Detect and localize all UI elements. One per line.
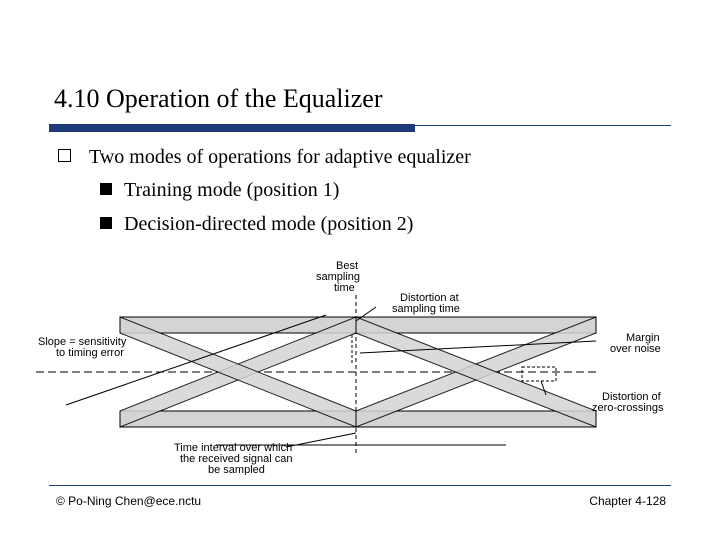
margin-bracket [359,340,597,354]
filled-square-bullet-icon [100,217,112,229]
slope-line [65,314,327,406]
label-interval: be sampled [208,464,265,475]
label-zero-crossings: Distortion of [602,391,662,403]
label-distortion-sampling: sampling time [392,303,460,315]
label-interval: the received signal can [180,453,293,465]
label-best-sampling: sampling [316,271,360,283]
bullet-level1: Two modes of operations for adaptive equ… [58,146,471,169]
label-margin: over noise [610,343,661,355]
hollow-square-bullet-icon [58,149,71,162]
title-rule-thin [415,125,671,126]
eye-pattern-diagram: Best sampling time Distortion at samplin… [36,260,664,475]
bullet-text: Training mode (position 1) [124,179,340,201]
slide-title: 4.10 Operation of the Equalizer [54,84,383,113]
filled-square-bullet-icon [100,183,112,195]
footer-credit: © Po-Ning Chen@ece.nctu [56,494,202,508]
pointer-line [540,380,547,396]
footer-rule [49,485,671,486]
footer-page-number: Chapter 4-128 [589,494,666,508]
pointer-line [355,306,377,322]
bullet-level2: Training mode (position 1) [100,179,339,202]
label-zero-crossings: zero-crossings [592,402,664,414]
label-slope: to timing error [56,347,124,359]
bullet-text: Two modes of operations for adaptive equ… [89,146,471,168]
label-interval: Time interval over which [174,442,292,454]
bullet-level2: Decision-directed mode (position 2) [100,213,413,236]
label-slope: Slope = sensitivity [38,336,127,348]
label-best-sampling: Best [336,260,358,272]
label-best-sampling: time [334,282,355,294]
label-distortion-sampling: Distortion at [400,292,459,304]
zero-crossing-box [521,366,557,382]
bullet-text: Decision-directed mode (position 2) [124,213,414,235]
title-rule-thick [49,124,415,132]
falling-band-right [355,316,597,428]
pointer-line [285,432,357,448]
label-margin: Margin [626,332,660,344]
